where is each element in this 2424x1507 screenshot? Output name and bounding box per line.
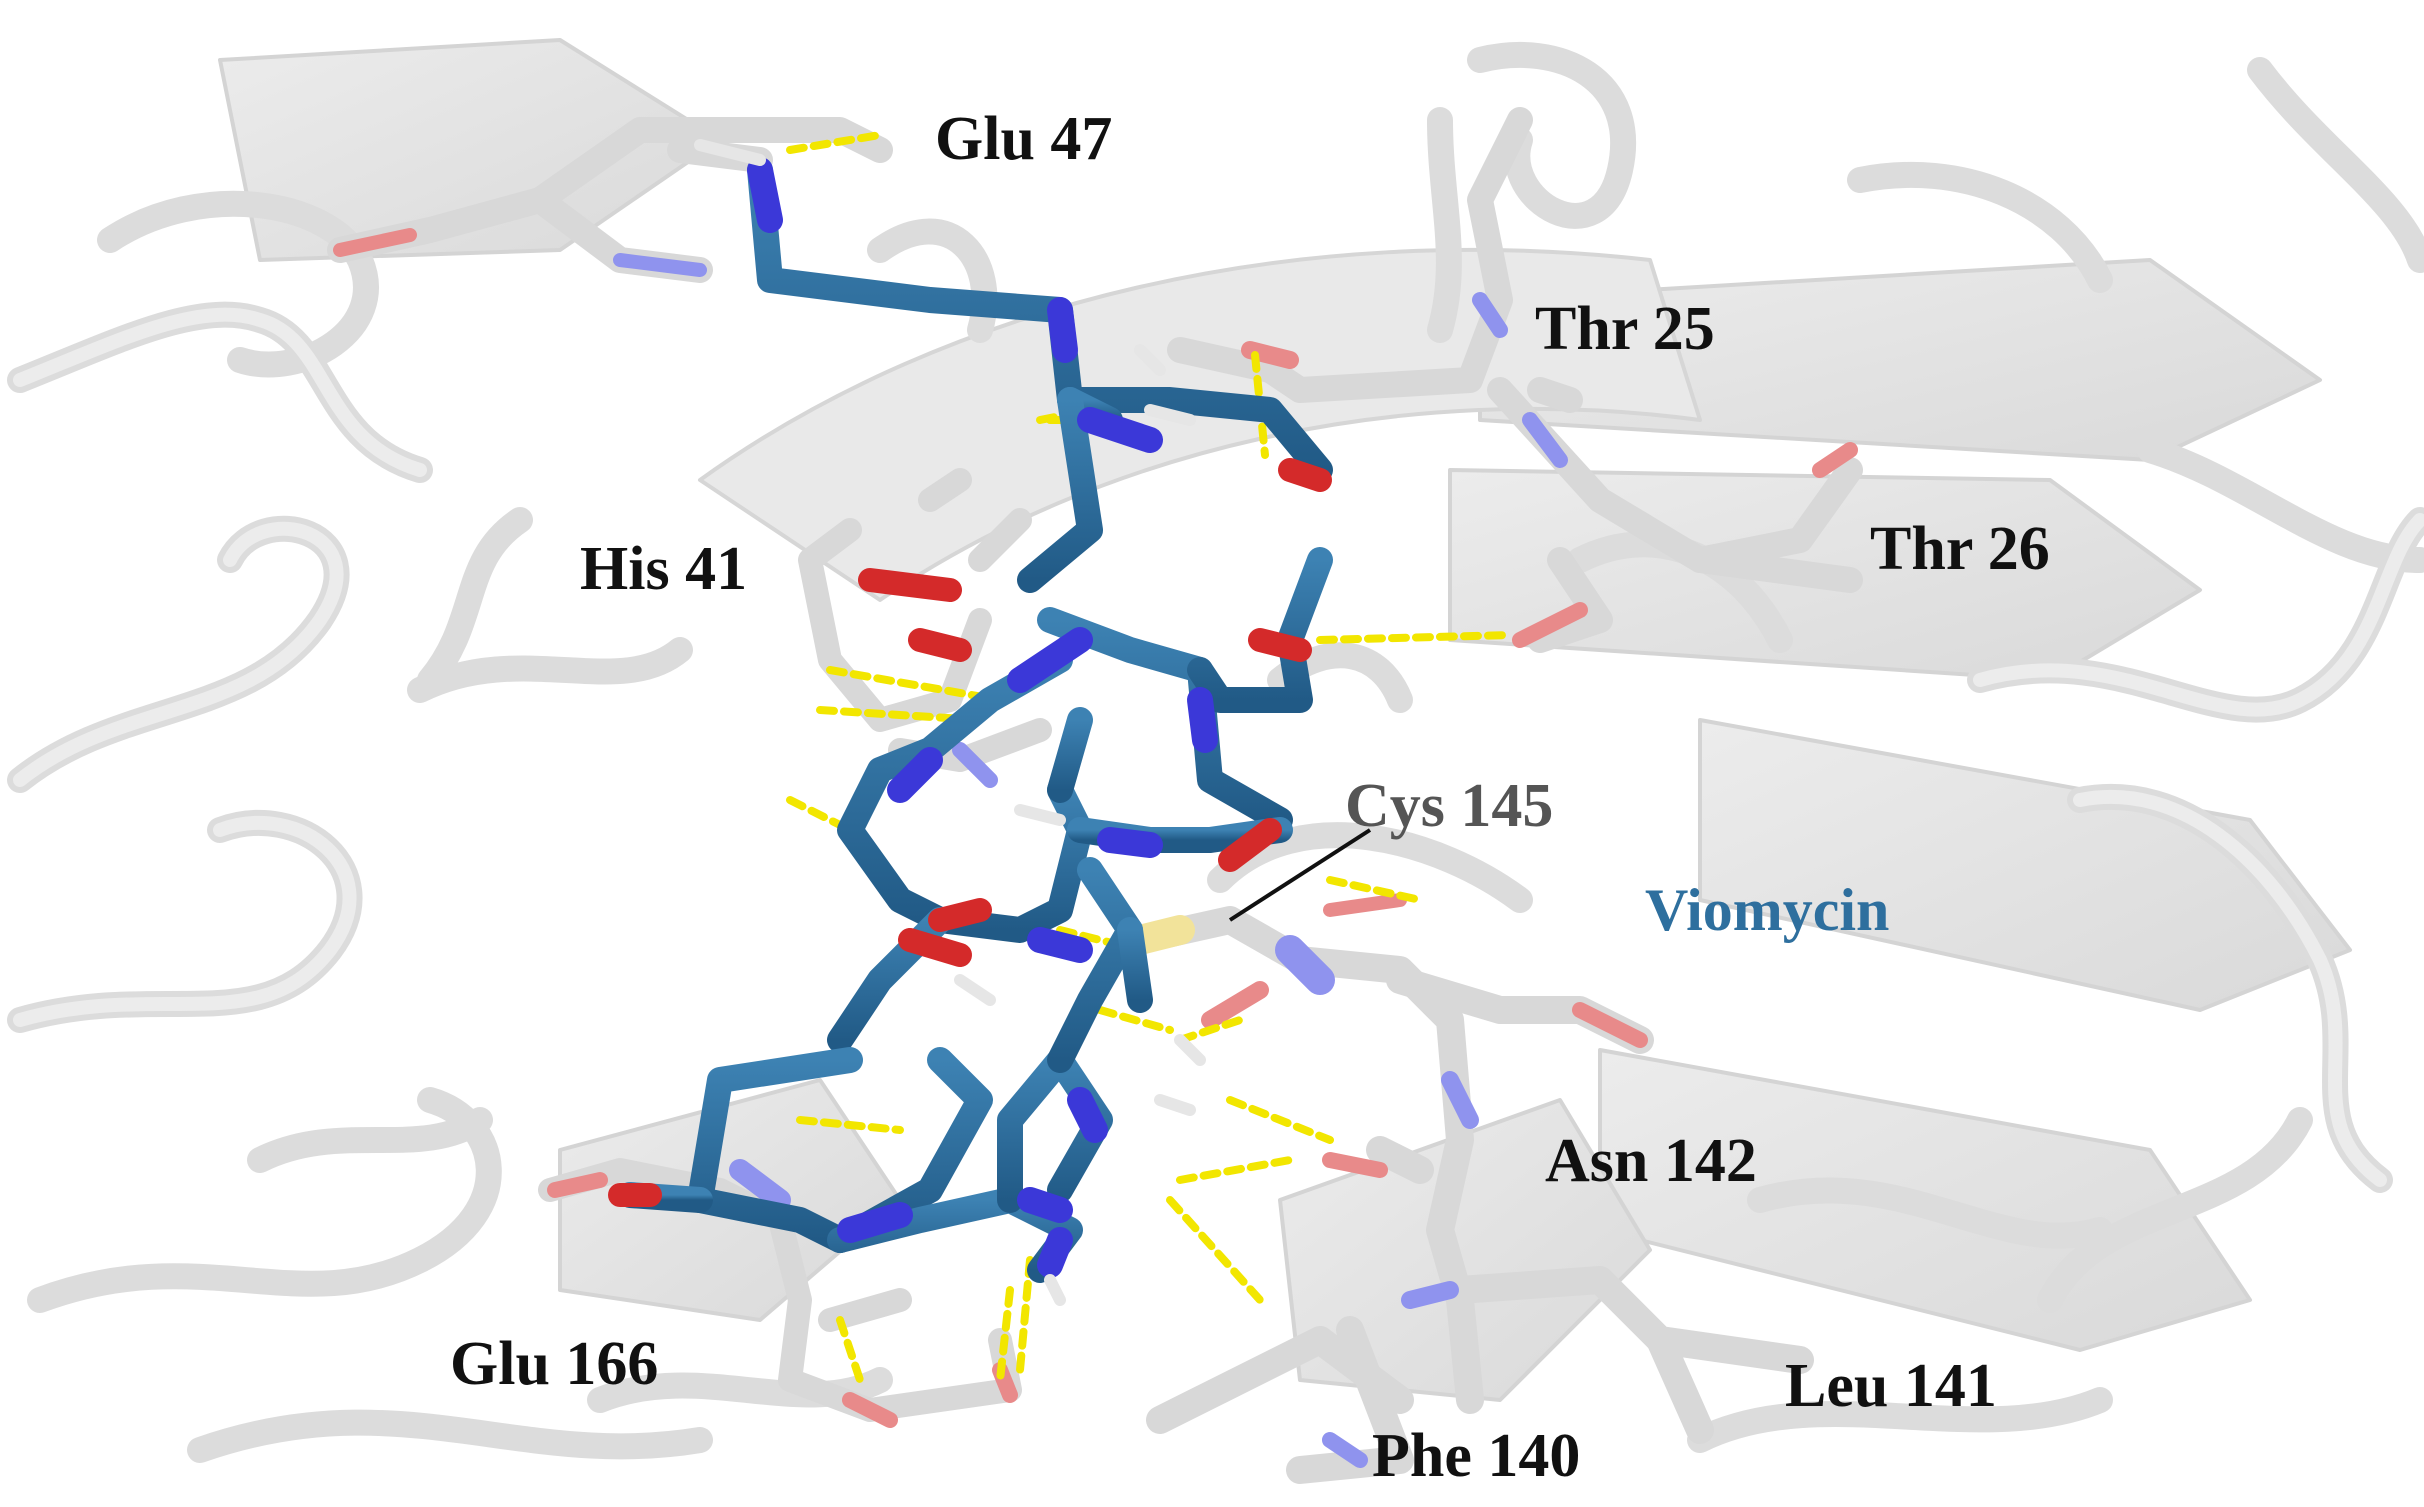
residue-label-phe140: Phe 140 bbox=[1372, 1422, 1581, 1490]
residue-label-asn142: Asn 142 bbox=[1545, 1127, 1757, 1195]
beta-sheet-arrow bbox=[218, 38, 722, 262]
residue-label-cys145: Cys 145 bbox=[1345, 772, 1554, 840]
protein-residue-sticks bbox=[327, 107, 1863, 1484]
residue-label-his41: His 41 bbox=[580, 535, 748, 603]
protein-ribbon-background bbox=[7, 38, 2424, 1463]
residue-label-thr25: Thr 25 bbox=[1535, 295, 1715, 363]
ligand-label-viomycin: Viomycin bbox=[1645, 877, 1890, 943]
residue-label-thr26: Thr 26 bbox=[1870, 515, 2050, 583]
cys145-pointer-line bbox=[1228, 828, 1372, 922]
viomycin-ligand-sticks bbox=[608, 139, 1333, 1306]
residue-label-glu166: Glu 166 bbox=[450, 1330, 659, 1398]
residue-label-leu141: Leu 141 bbox=[1785, 1352, 1997, 1420]
residue-label-glu47: Glu 47 bbox=[935, 105, 1113, 173]
